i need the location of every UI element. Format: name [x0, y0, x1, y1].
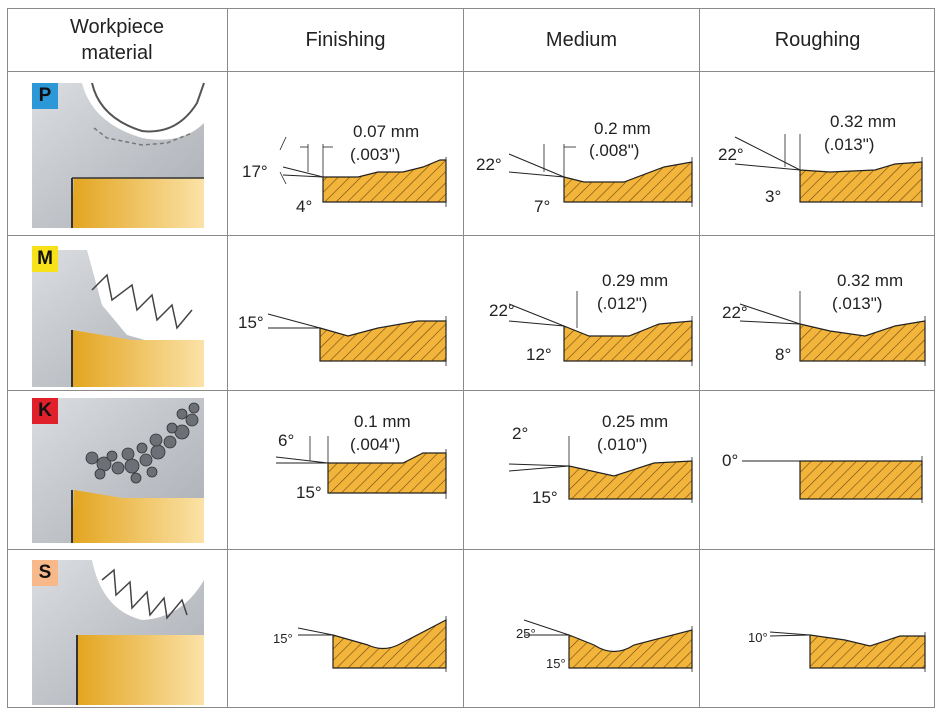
chipbreaker-table: Workpiece material Finishing Medium Roug… [7, 8, 935, 708]
profile-S-finishing: 15° [273, 616, 447, 672]
cell-P-roughing: 22° 3° 0.32 mm (.013") [700, 72, 935, 235]
chip-illustration-S [32, 560, 204, 705]
header-roughing: Roughing [774, 28, 861, 51]
cell-M-finishing: 15° [228, 236, 463, 390]
dim-mm-P-roughing: 0.32 mm [830, 112, 896, 131]
dim-mm-P-finishing: 0.07 mm [353, 122, 419, 141]
dim-mm-P-medium: 0.2 mm [594, 119, 651, 138]
cell-P-finishing: 17° 4° 0.07 mm (.003") [228, 72, 463, 235]
header-medium: Medium [545, 28, 618, 51]
dim-mm-K-finishing: 0.1 mm [354, 412, 411, 431]
chip-illustration-P [32, 82, 205, 228]
material-image-K: K [32, 398, 204, 543]
cell-S-roughing: 10° [700, 550, 935, 708]
angle-M-roughing-2: 8° [775, 345, 791, 364]
dim-inch-P-medium: (.008") [589, 141, 639, 160]
angle-K-medium-2: 15° [532, 488, 558, 507]
table-grid [7, 8, 935, 708]
angle-M-finishing-1: 15° [238, 313, 264, 332]
material-badge-S: S [32, 560, 58, 586]
profile-P-roughing: 22° 3° 0.32 mm (.013") [718, 112, 923, 207]
cell-K-medium: 2° 15° 0.25 mm (.010") [464, 391, 699, 549]
dim-inch-M-medium: (.012") [597, 294, 647, 313]
profile-P-finishing: 17° 4° 0.07 mm (.003") [242, 122, 447, 216]
material-badge-K: K [32, 398, 58, 424]
dim-mm-K-medium: 0.25 mm [602, 412, 668, 431]
profile-K-finishing: 6° 15° 0.1 mm (.004") [275, 412, 447, 502]
angle-S-roughing-1: 10° [748, 630, 768, 645]
angle-M-roughing-1: 22° [722, 303, 748, 322]
angle-S-finishing-1: 15° [273, 631, 293, 646]
material-image-P: P [32, 82, 205, 228]
material-image-M: M [32, 246, 204, 391]
cell-P-medium: 22° 7° 0.2 mm (.008") [464, 72, 699, 235]
material-badge-M: M [32, 246, 58, 272]
cell-M-medium: 22° 12° 0.29 mm (.012") [464, 236, 699, 390]
angle-M-medium-2: 12° [526, 345, 552, 364]
header-material-line2: material [81, 41, 153, 64]
chip-illustration-M [32, 250, 204, 387]
header-workpiece-material: Workpiece material [7, 8, 227, 71]
material-badge-P: P [32, 83, 58, 109]
profile-K-medium: 2° 15° 0.25 mm (.010") [508, 412, 693, 507]
dim-inch-K-medium: (.010") [597, 435, 647, 454]
angle-P-finishing-1: 17° [242, 162, 268, 181]
dim-inch-P-roughing: (.013") [824, 135, 874, 154]
angle-P-medium-1: 22° [476, 155, 502, 174]
cell-K-roughing: 0° [700, 391, 935, 549]
header-material-line1: Workpiece [69, 15, 165, 38]
angle-P-roughing-2: 3° [765, 187, 781, 206]
angle-K-finishing-1: 6° [278, 431, 294, 450]
cell-S-medium: 25° 15° [464, 550, 699, 708]
angle-K-medium-1: 2° [512, 424, 528, 443]
profile-P-medium: 22° 7° 0.2 mm (.008") [476, 119, 693, 216]
angle-M-medium-1: 22° [489, 301, 515, 320]
angle-K-finishing-2: 15° [296, 483, 322, 502]
header-finishing: Finishing [305, 28, 386, 51]
angle-P-medium-2: 7° [534, 197, 550, 216]
angle-P-roughing-1: 22° [718, 145, 744, 164]
profile-M-finishing: 15° [238, 313, 447, 366]
cell-M-roughing: 22° 8° 0.32 mm (.013") [700, 236, 935, 390]
angle-S-medium-2: 15° [546, 656, 566, 671]
dim-inch-P-finishing: (.003") [350, 145, 400, 164]
angle-K-roughing-1: 0° [722, 451, 738, 470]
dim-inch-M-roughing: (.013") [832, 294, 882, 313]
profile-S-roughing: 10° [748, 630, 926, 672]
chip-illustration-K [32, 398, 204, 543]
dim-mm-M-medium: 0.29 mm [602, 271, 668, 290]
profile-S-medium: 25° 15° [516, 619, 693, 672]
cell-S-finishing: 15° [228, 550, 463, 708]
material-image-S: S [32, 560, 204, 705]
cell-K-finishing: 6° 15° 0.1 mm (.004") [228, 391, 463, 549]
profile-M-medium: 22° 12° 0.29 mm (.012") [489, 271, 693, 366]
profile-K-roughing: 0° [722, 451, 923, 503]
dim-mm-M-roughing: 0.32 mm [837, 271, 903, 290]
angle-S-medium-1: 25° [516, 626, 536, 641]
dim-inch-K-finishing: (.004") [350, 435, 400, 454]
profile-M-roughing: 22° 8° 0.32 mm (.013") [722, 271, 926, 366]
angle-P-finishing-2: 4° [296, 197, 312, 216]
